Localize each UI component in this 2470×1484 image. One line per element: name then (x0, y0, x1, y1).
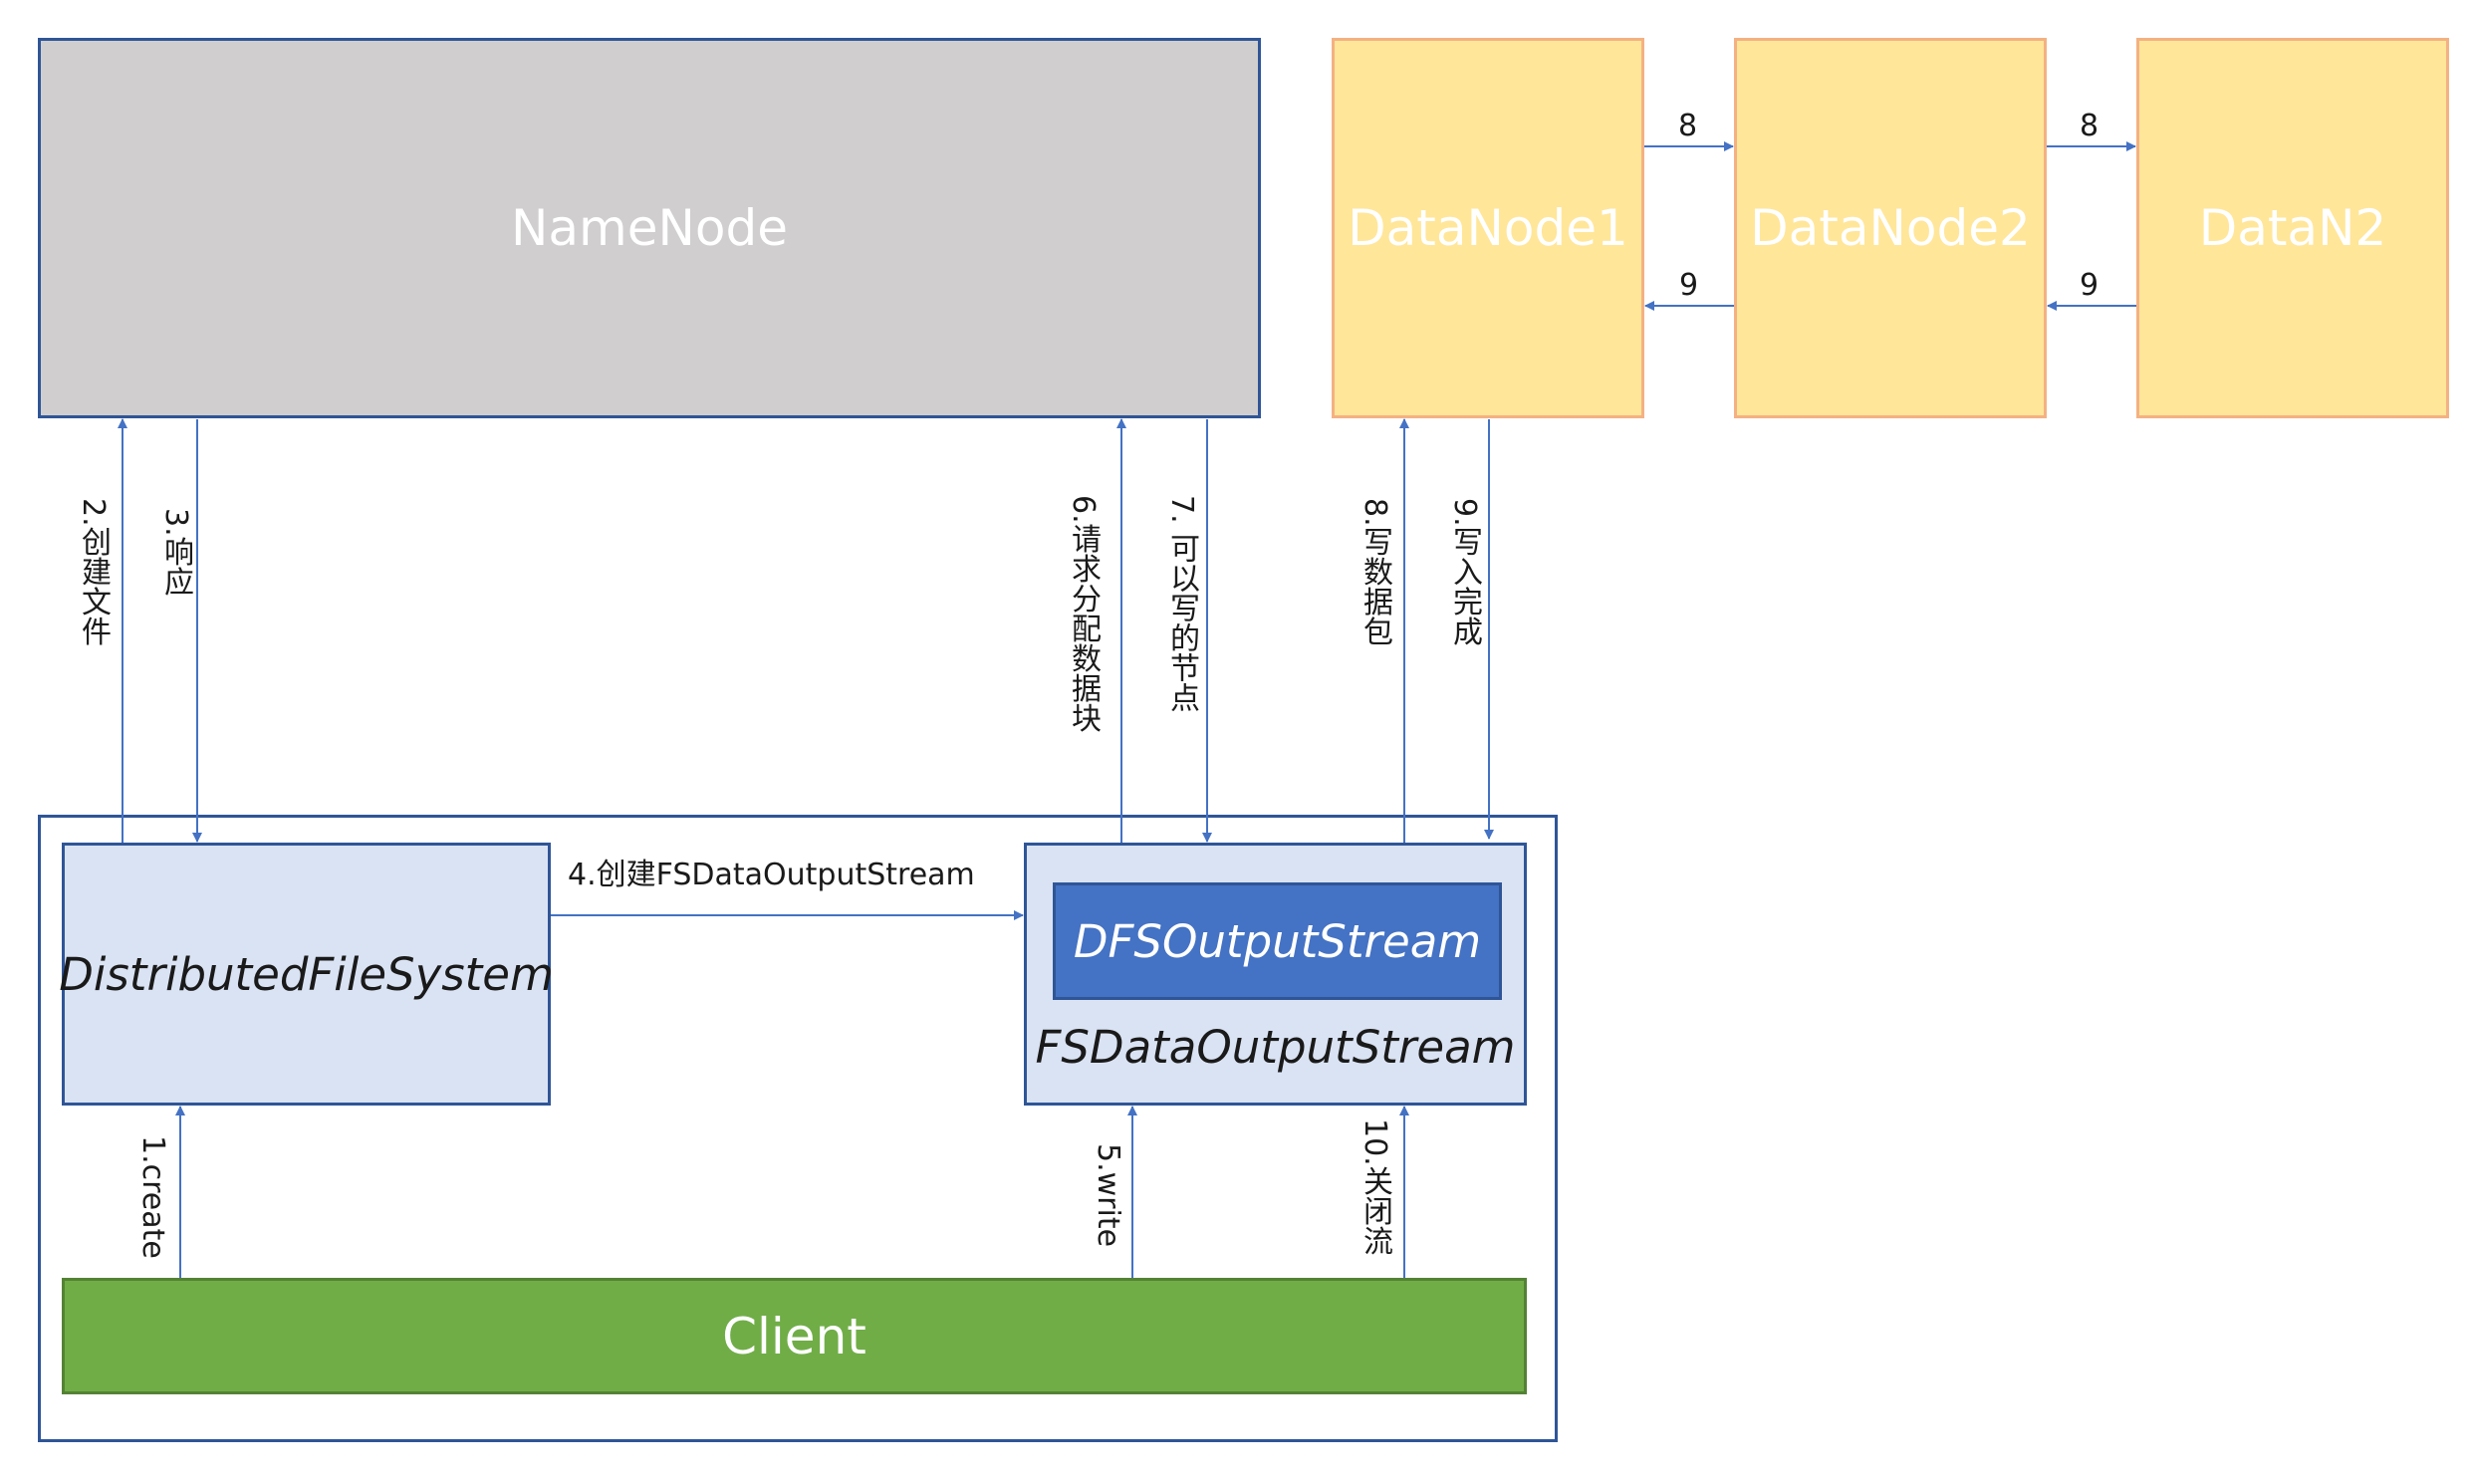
label-response: 3.响应 (158, 508, 193, 597)
distributed-filesystem-label: DistributedFileSystem (59, 947, 554, 1001)
datanode3-box: DataN2 (2136, 38, 2449, 418)
distributed-filesystem-box: DistributedFileSystem (59, 843, 554, 1106)
client-jvm-frame (38, 815, 1558, 1442)
datanode1-label: DataNode1 (1348, 199, 1628, 257)
namenode-label: NameNode (510, 199, 788, 257)
dfsoutputstream-box: DFSOutputStream (1053, 882, 1502, 1000)
client-box: Client (62, 1278, 1527, 1394)
label-create-file: 2.创建文件 (76, 498, 111, 646)
datanode1-box: DataNode1 (1332, 38, 1644, 418)
label-write: 5.write (1091, 1143, 1125, 1248)
datanode2-box: DataNode2 (1734, 38, 2047, 418)
label-dn2-to-dn3: 8 (2080, 109, 2100, 143)
label-writable-nodes: 7. 可以写的节点 (1164, 495, 1199, 713)
label-request-blocks: 6.请求分配数据块 (1066, 495, 1101, 733)
label-dn2-to-dn1: 9 (1679, 268, 1699, 303)
label-write-packet: 8.写数据包 (1358, 498, 1392, 646)
datanode3-label: DataN2 (2198, 199, 2387, 257)
label-create: 1.create (135, 1135, 170, 1259)
label-dn1-to-dn2: 8 (1678, 109, 1698, 143)
label-close-stream: 10.关闭流 (1358, 1118, 1392, 1256)
namenode-box: NameNode (38, 38, 1261, 418)
datanode2-label: DataNode2 (1750, 199, 2031, 257)
client-label: Client (722, 1307, 866, 1365)
label-write-done: 9.写入完成 (1447, 498, 1482, 646)
label-create-stream: 4.创建FSDataOutputStream (568, 858, 975, 892)
label-dn3-to-dn2: 9 (2080, 268, 2100, 303)
dfsoutputstream-label: DFSOutputStream (1073, 914, 1482, 968)
fsdataoutputstream-label: FSDataOutputStream (1035, 1020, 1516, 1074)
